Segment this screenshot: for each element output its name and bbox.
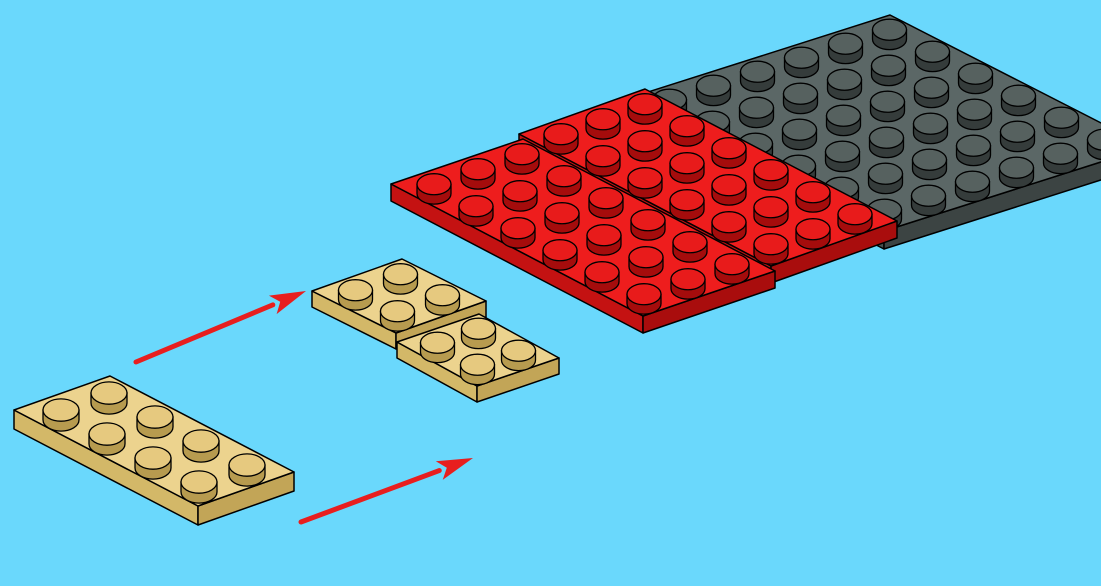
arrow-bottom <box>298 458 473 525</box>
stud <box>627 167 663 199</box>
stud <box>1086 128 1101 161</box>
plate-top <box>13 375 295 507</box>
stud <box>419 331 456 364</box>
stud <box>379 300 416 332</box>
stud <box>781 118 818 151</box>
stud <box>670 268 706 300</box>
stud <box>914 40 951 73</box>
stud <box>460 158 496 190</box>
stud <box>502 180 538 212</box>
stud <box>630 209 666 241</box>
stud <box>543 123 579 155</box>
stud <box>954 170 991 203</box>
stud <box>546 165 582 197</box>
stud <box>88 422 126 456</box>
tan-plate-lower <box>396 313 560 403</box>
stud <box>669 152 705 184</box>
stud <box>868 126 905 159</box>
arrow-top <box>133 291 306 365</box>
stud <box>753 233 789 265</box>
stud <box>753 159 789 191</box>
loose-tan-plate <box>13 375 295 526</box>
stud <box>837 203 873 235</box>
stud <box>672 231 708 263</box>
stud <box>955 134 992 167</box>
stud <box>669 189 705 221</box>
stud <box>382 263 419 295</box>
stud <box>827 32 864 65</box>
stud <box>585 145 621 177</box>
red-plate-1 <box>390 138 776 334</box>
stud <box>999 120 1036 153</box>
stud <box>585 108 621 140</box>
stud <box>913 76 950 109</box>
stud <box>739 60 776 93</box>
stud <box>824 140 861 173</box>
stud <box>912 112 949 145</box>
stud <box>588 187 624 219</box>
stud <box>825 104 862 137</box>
stud <box>1000 84 1037 117</box>
stud <box>910 184 947 217</box>
stud <box>753 196 789 228</box>
stud <box>544 202 580 234</box>
stud <box>459 353 496 386</box>
stud <box>795 218 831 250</box>
gray-plate <box>625 14 1101 250</box>
stud <box>956 98 993 131</box>
stud <box>826 68 863 101</box>
stud <box>795 181 831 213</box>
stud <box>870 54 907 87</box>
stud <box>626 283 662 315</box>
stud <box>180 470 218 504</box>
stud <box>627 130 663 162</box>
stud <box>182 429 220 463</box>
stud <box>871 18 908 51</box>
stud <box>134 446 172 480</box>
stud <box>337 279 374 311</box>
stud <box>738 96 775 129</box>
stud <box>228 453 266 487</box>
stud <box>504 143 540 175</box>
stud <box>500 339 537 372</box>
stud <box>500 217 536 249</box>
stud <box>586 224 622 256</box>
stud <box>90 381 128 415</box>
stud <box>695 74 732 107</box>
stud <box>957 62 994 95</box>
stud <box>711 174 747 206</box>
stud <box>627 93 663 125</box>
stud <box>458 195 494 227</box>
stud <box>911 148 948 181</box>
arrows-layer <box>133 291 473 525</box>
stud <box>1042 142 1079 175</box>
stud <box>869 90 906 123</box>
stud <box>628 246 664 278</box>
stud <box>998 156 1035 189</box>
stud <box>416 173 452 205</box>
stud <box>711 211 747 243</box>
stud <box>460 317 497 350</box>
stud <box>1043 106 1080 139</box>
stud <box>424 284 461 316</box>
stud <box>867 162 904 195</box>
stud <box>711 137 747 169</box>
red-plate-2 <box>518 88 898 284</box>
stud <box>669 115 705 147</box>
stud <box>782 82 819 115</box>
stud <box>714 253 750 285</box>
stud <box>542 239 578 271</box>
plates-layer <box>13 14 1101 526</box>
stud <box>783 46 820 79</box>
stud <box>42 398 80 432</box>
stud <box>584 261 620 293</box>
stud <box>136 405 174 439</box>
